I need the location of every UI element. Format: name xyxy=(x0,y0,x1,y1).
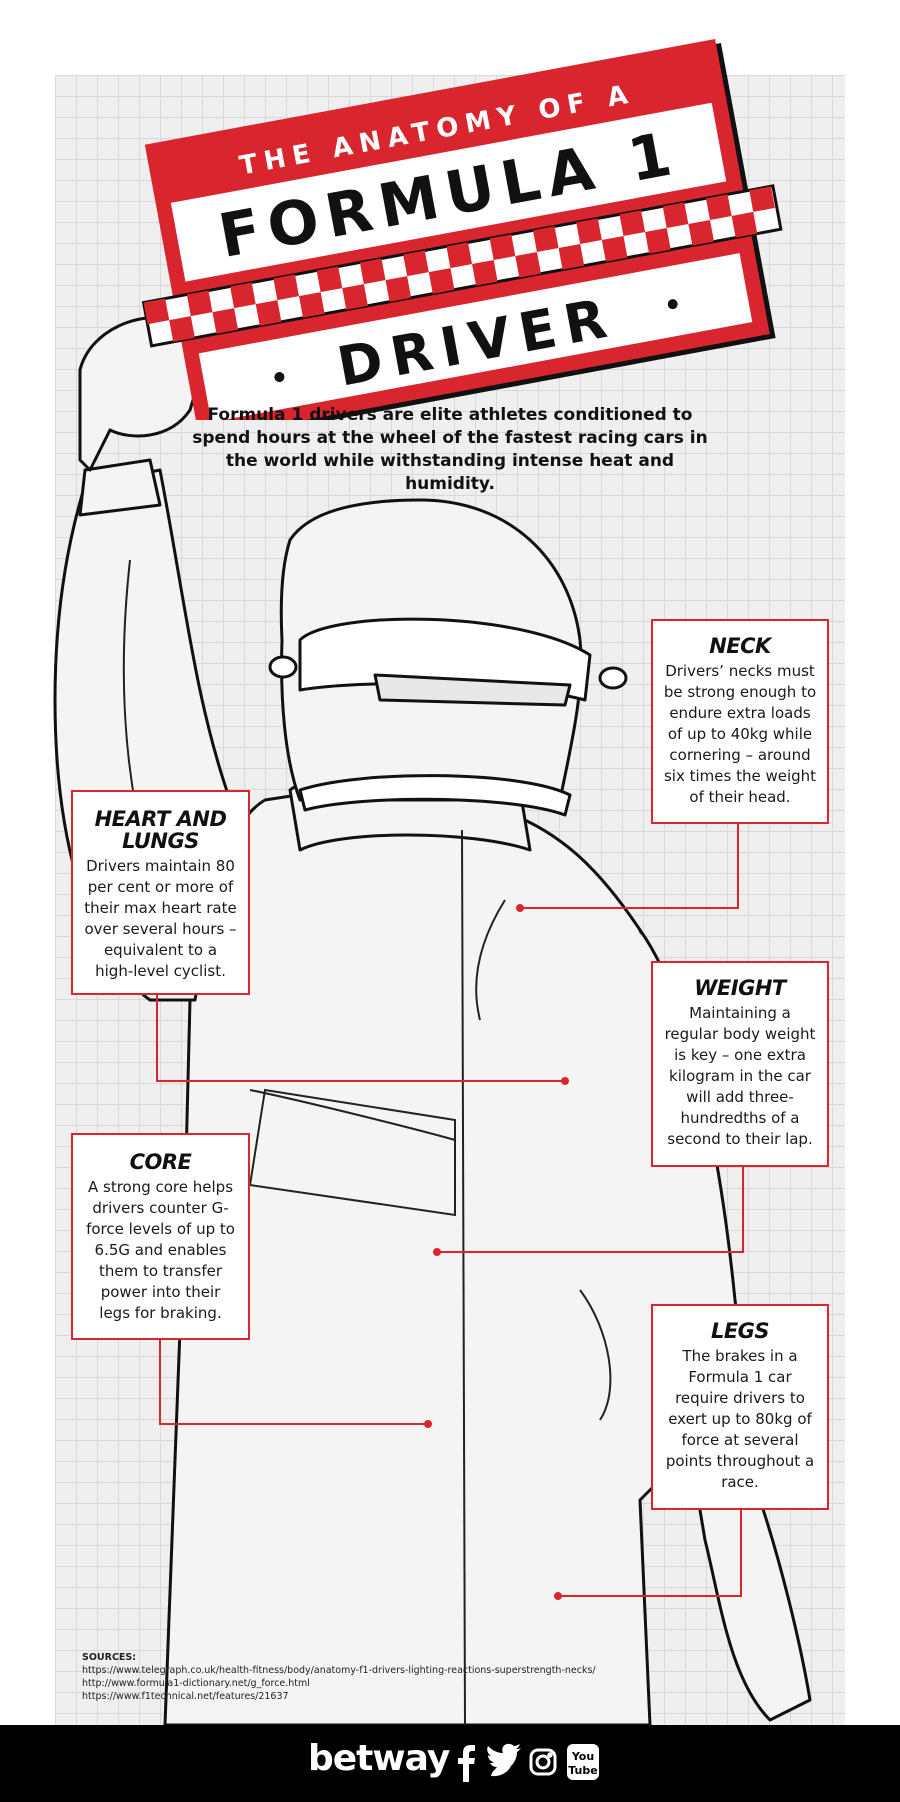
betway-logo[interactable]: betway xyxy=(308,1738,450,1779)
heart-connector xyxy=(156,993,565,1082)
bullet-dot xyxy=(274,372,285,383)
legs-body: The brakes in a Formula 1 car require dr… xyxy=(665,1347,815,1491)
weight-title: WEIGHT xyxy=(694,976,786,1000)
heart-dot xyxy=(561,1077,569,1085)
weight-callout: WEIGHT Maintaining a regular body weight… xyxy=(651,961,829,1167)
source-link[interactable]: https://www.telegraph.co.uk/health-fitne… xyxy=(82,1665,596,1676)
youtube-bottom-text: Tube xyxy=(568,1764,597,1777)
title-banner: THE ANATOMY OF A FORMULA 1 DRIVER xyxy=(141,38,783,420)
bullet-dot xyxy=(667,299,678,310)
checkered-strip xyxy=(143,186,775,342)
legs-title: LEGS xyxy=(710,1319,770,1343)
core-callout: CORE A strong core helps drivers counter… xyxy=(71,1133,250,1340)
footer xyxy=(0,1725,900,1802)
legs-callout: LEGS The brakes in a Formula 1 car requi… xyxy=(651,1304,829,1510)
weight-body: Maintaining a regular body weight is key… xyxy=(664,1004,816,1148)
source-link[interactable]: http://www.formula1-dictionary.net/g_for… xyxy=(82,1678,310,1689)
core-dot xyxy=(424,1420,432,1428)
neck-dot xyxy=(516,904,524,912)
neck-title: NECK xyxy=(709,634,771,658)
sources-label: SOURCES: xyxy=(82,1652,137,1663)
legs-dot xyxy=(554,1592,562,1600)
intro-text: Formula 1 drivers are elite athletes con… xyxy=(192,405,708,494)
neck-callout: NECK Drivers’ necks must be strong enoug… xyxy=(651,619,829,824)
social-icons: You Tube xyxy=(458,1743,599,1782)
core-body: A strong core helps drivers counter G-fo… xyxy=(86,1178,235,1322)
heart-lungs-callout: HEART AND LUNGS Drivers maintain 80 per … xyxy=(71,790,250,995)
source-link[interactable]: https://www.f1technical.net/features/216… xyxy=(82,1691,289,1702)
neck-body: Drivers’ necks must be strong enough to … xyxy=(663,662,817,806)
heart-lungs-title: HEART AND LUNGS xyxy=(94,807,227,853)
legs-connector xyxy=(558,1508,742,1597)
youtube-top-text: You xyxy=(571,1750,594,1763)
sources: SOURCES: https://www.telegraph.co.uk/hea… xyxy=(82,1651,596,1703)
twitter-icon[interactable] xyxy=(487,1743,521,1777)
weight-dot xyxy=(433,1248,441,1256)
youtube-icon[interactable]: You Tube xyxy=(567,1744,599,1780)
heart-lungs-body: Drivers maintain 80 per cent or more of … xyxy=(84,857,237,980)
instagram-icon[interactable] xyxy=(529,1748,557,1776)
core-connector xyxy=(159,1338,428,1425)
core-title: CORE xyxy=(129,1150,192,1174)
facebook-icon[interactable] xyxy=(458,1745,475,1782)
neck-connector xyxy=(520,822,739,909)
weight-connector xyxy=(437,1165,744,1253)
